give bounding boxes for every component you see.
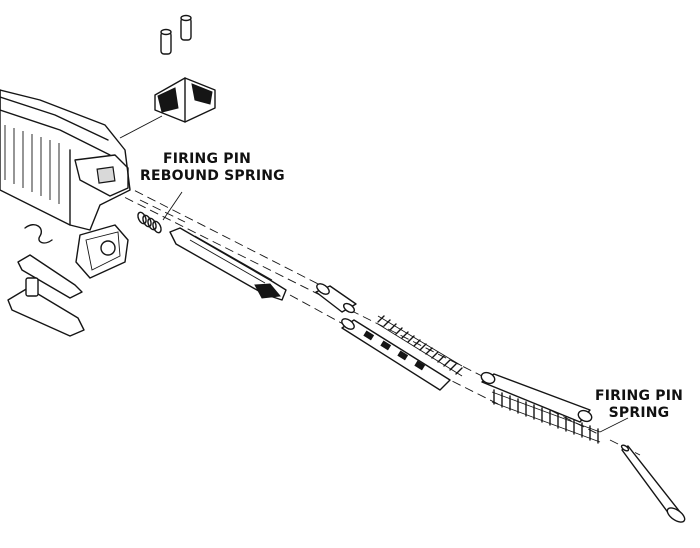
firing-pin-spring-leader: [599, 417, 629, 433]
extractor: [17, 254, 83, 299]
spring-guide-pin: [620, 444, 686, 523]
safety-plunger: [315, 283, 357, 314]
rebound-spring-part: [137, 211, 162, 234]
slide-cover-plate: [75, 224, 129, 279]
spring-sleeve: [480, 371, 593, 423]
slide-serrations: [4, 125, 60, 204]
rebound-spring-leader: [162, 191, 183, 221]
firing-pin-spring-part: [491, 389, 601, 444]
sight-screw-left: [160, 28, 172, 55]
spring-clip: [24, 224, 53, 244]
slide: [0, 89, 131, 231]
extractor-plunger: [7, 277, 85, 337]
callout-line: FIRING PIN: [594, 388, 684, 404]
callout-line: FIRING PIN: [162, 151, 252, 167]
sight-leader-line: [119, 115, 163, 139]
callout-firing-pin-rebound-spring: FIRING PIN REBOUND SPRING: [140, 151, 285, 185]
callout-firing-pin-spring: FIRING PIN SPRING: [590, 388, 688, 422]
guide-rod: [341, 318, 451, 391]
callout-line: REBOUND SPRING: [140, 168, 285, 184]
firing-pin: [169, 227, 287, 301]
rear-sight: [154, 77, 216, 123]
recoil-spring-upper: [377, 315, 463, 377]
sight-screw-right: [180, 14, 192, 41]
callout-line: SPRING: [608, 405, 670, 421]
